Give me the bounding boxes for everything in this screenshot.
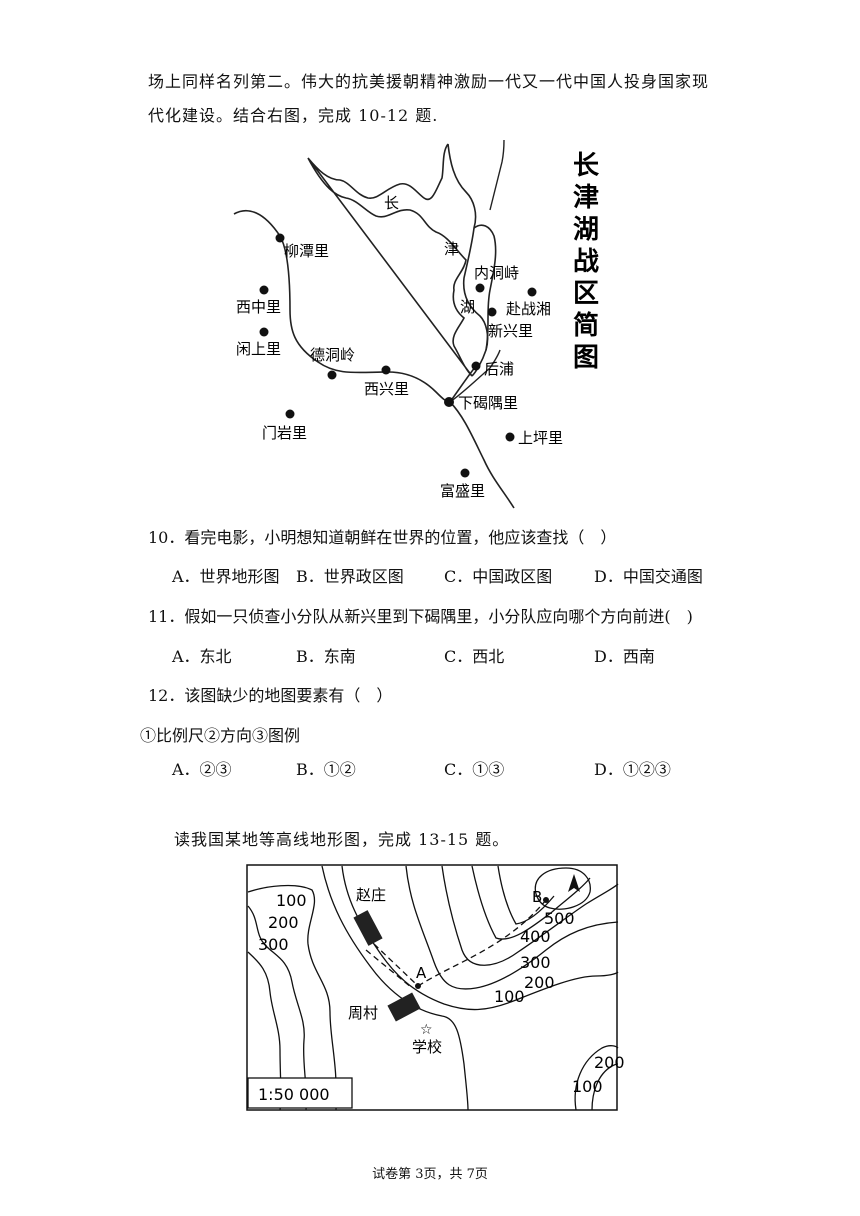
dot-xiajieyuli bbox=[444, 397, 454, 407]
road-south bbox=[449, 401, 515, 509]
dot-dedongling bbox=[327, 370, 337, 380]
label-liutanli: 柳潭里 bbox=[284, 242, 329, 260]
map1-title-char-6: 简 bbox=[573, 310, 599, 341]
north-arrow-icon bbox=[568, 874, 580, 892]
contour-label-4: 400 bbox=[520, 927, 551, 946]
contour-map-frame bbox=[246, 864, 618, 1111]
q11-option-d[interactable]: D．西南 bbox=[594, 647, 655, 666]
contour-label-10: 100 bbox=[572, 1077, 603, 1096]
label-neidongzhi: 内洞峙 bbox=[474, 264, 519, 282]
q10-option-a[interactable]: A．世界地形图 bbox=[172, 567, 280, 586]
point-a-dot bbox=[415, 983, 421, 989]
dot-xinxingli bbox=[487, 307, 497, 317]
contour-left-1 bbox=[247, 884, 337, 1111]
label-school: 学校 bbox=[412, 1038, 442, 1056]
label-zhaozhuang: 赵庄 bbox=[356, 886, 386, 904]
contour-label-8: 100 bbox=[494, 987, 525, 1006]
contour-label-9: 200 bbox=[594, 1053, 625, 1072]
label-point-a: A bbox=[416, 964, 427, 982]
q10-option-b[interactable]: B．世界政区图 bbox=[296, 567, 404, 586]
map1-title-char-3: 湖 bbox=[573, 215, 599, 245]
label-houpu: 后浦 bbox=[484, 360, 514, 378]
dot-liutanli bbox=[275, 233, 285, 243]
lake-char-3: 湖 bbox=[460, 298, 475, 316]
intro-line-2: 代化建设。结合右图，完成 10-12 题. bbox=[148, 106, 439, 125]
label-xiajieyuli: 下碣隅里 bbox=[458, 394, 518, 412]
q12-option-d[interactable]: D．①②③ bbox=[594, 760, 671, 779]
question-11: 11．假如一只侦查小分队从新兴里到下碣隅里，小分队应向哪个方向前进( ) bbox=[148, 607, 693, 626]
intro-line-1: 场上同样名列第二。伟大的抗美援朝精神激励一代又一代中国人投身国家现 bbox=[148, 72, 710, 91]
road-east bbox=[449, 349, 501, 403]
q11-option-a[interactable]: A．东北 bbox=[172, 647, 232, 666]
dot-shangpingli bbox=[505, 432, 515, 442]
map1-title-char-7: 图 bbox=[573, 343, 599, 373]
changjin-lake-map: 长 津 湖 长 津 湖 战 区 简 图 柳潭里 西中里 闲上里 德洞岭 西兴里 … bbox=[233, 139, 600, 509]
page-footer: 试卷第 3页，共 7页 bbox=[372, 1167, 488, 1182]
point-b-dot bbox=[543, 897, 549, 903]
contour-ridge-3 bbox=[471, 865, 591, 940]
q10-option-c[interactable]: C．中国政区图 bbox=[444, 567, 553, 586]
dot-xianshangli bbox=[259, 327, 269, 337]
dot-xizhongli bbox=[259, 285, 269, 295]
label-fuzhanxiang: 赴战湘 bbox=[506, 300, 551, 318]
scale-box bbox=[247, 1077, 353, 1109]
q11-option-b[interactable]: B．东南 bbox=[296, 647, 356, 666]
label-zhoucun: 周村 bbox=[348, 1004, 378, 1022]
label-xianshangli: 闲上里 bbox=[236, 340, 281, 358]
label-dedongling: 德洞岭 bbox=[310, 346, 355, 364]
contour-label-5: 500 bbox=[544, 909, 575, 928]
label-xixingli: 西兴里 bbox=[364, 380, 409, 398]
map1-title-char-2: 津 bbox=[573, 183, 599, 213]
contour-center-1 bbox=[321, 865, 469, 1111]
q12-option-b[interactable]: B．①② bbox=[296, 760, 356, 779]
map1-title-char-1: 长 bbox=[573, 151, 600, 181]
label-xinxingli: 新兴里 bbox=[488, 322, 533, 340]
intro-2: 读我国某地等高线地形图，完成 13-15 题。 bbox=[174, 830, 510, 849]
dot-fuzhanxiang bbox=[527, 287, 537, 297]
contour-ridge-2 bbox=[441, 865, 619, 966]
contour-peak bbox=[534, 867, 591, 910]
contour-ridge-4 bbox=[497, 865, 555, 925]
contour-left-2 bbox=[247, 905, 308, 1111]
dot-xixingli bbox=[381, 365, 391, 375]
route-a-b bbox=[417, 899, 547, 987]
contour-label-3: 300 bbox=[258, 935, 289, 954]
contour-map: 赵庄 周村 A B ☆ 学校 100 200 300 400 500 300 2… bbox=[246, 864, 625, 1111]
question-10: 10．看完电影，小明想知道朝鲜在世界的位置，他应该查找（ ） bbox=[148, 528, 617, 547]
contour-label-7: 200 bbox=[524, 973, 555, 992]
question-12: 12．该图缺少的地图要素有（ ） bbox=[148, 686, 393, 705]
q12-option-a[interactable]: A．②③ bbox=[172, 760, 232, 779]
q11-option-c[interactable]: C．西北 bbox=[444, 647, 505, 666]
north-river bbox=[489, 139, 505, 211]
q12-option-c[interactable]: C．①③ bbox=[444, 760, 505, 779]
lake-char-2: 津 bbox=[444, 240, 459, 258]
zhaozhuang-block bbox=[353, 910, 383, 946]
dot-neidongzhi bbox=[475, 283, 485, 293]
dot-menyanli bbox=[285, 409, 295, 419]
contour-label-2: 200 bbox=[268, 913, 299, 932]
label-shangpingli: 上坪里 bbox=[518, 429, 563, 447]
dot-houpu bbox=[471, 361, 481, 371]
contour-right-low-2 bbox=[591, 1063, 619, 1111]
zhoucun-block bbox=[387, 992, 421, 1022]
map1-title-char-4: 战 bbox=[573, 247, 599, 277]
question-12-sub: ①比例尺②方向③图例 bbox=[140, 726, 301, 745]
label-menyanli: 门岩里 bbox=[262, 424, 307, 442]
label-xizhongli: 西中里 bbox=[236, 298, 281, 316]
contour-right-low-1 bbox=[574, 1045, 619, 1111]
lake-inner bbox=[473, 224, 497, 351]
label-point-b: B bbox=[532, 888, 542, 906]
lake-outline bbox=[307, 143, 489, 377]
contour-label-6: 300 bbox=[520, 953, 551, 972]
q10-option-d[interactable]: D．中国交通图 bbox=[594, 567, 703, 586]
map1-title-char-5: 区 bbox=[573, 279, 599, 309]
dot-fushengli bbox=[460, 468, 470, 478]
star-icon: ☆ bbox=[420, 1022, 433, 1038]
lake-char-1: 长 bbox=[384, 194, 399, 212]
contour-label-1: 100 bbox=[276, 891, 307, 910]
contour-ridge-1 bbox=[405, 865, 619, 990]
scale-label: 1:50 000 bbox=[258, 1085, 330, 1104]
label-fushengli: 富盛里 bbox=[440, 482, 485, 500]
